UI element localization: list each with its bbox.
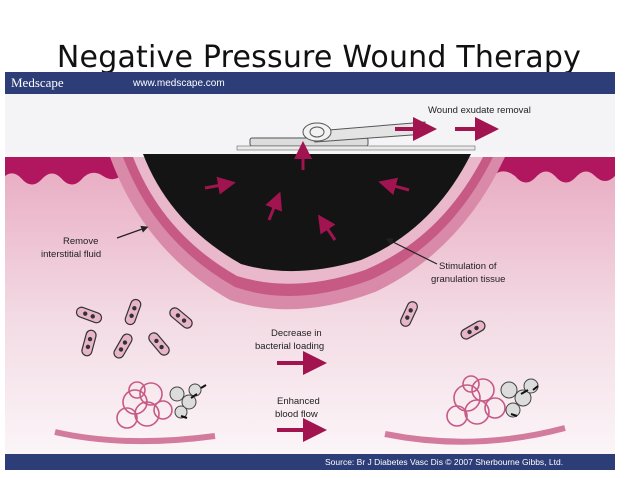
capillary-bed-right xyxy=(384,375,566,445)
label-exudate-removal: Wound exudate removal xyxy=(428,105,531,116)
pressure-arrow-lower-left xyxy=(265,191,283,221)
pressure-arrow-lower-right xyxy=(318,214,337,241)
dermis-right xyxy=(495,157,615,183)
bacteria-left xyxy=(75,298,193,359)
wound-therapy-diagram: Medscape www.medscape.com Wound exudate … xyxy=(5,72,615,470)
tube-connector-ring xyxy=(309,126,325,138)
figure-header-bar xyxy=(5,72,615,94)
capillary-bed-left xyxy=(54,381,216,445)
pressure-arrow-right xyxy=(378,177,410,196)
label-bacterial-line2: bacterial loading xyxy=(255,341,324,352)
source-credit: Source: Br J Diabetes Vasc Dis © 2007 Sh… xyxy=(325,457,563,467)
pointer-granulation xyxy=(385,238,438,265)
bacteria-right xyxy=(400,301,486,340)
figure-footer-bar xyxy=(5,454,615,470)
slide-title: Negative Pressure Wound Therapy xyxy=(56,40,582,75)
medscape-url: www.medscape.com xyxy=(132,78,225,89)
pressure-arrow-left xyxy=(204,176,236,195)
label-remove-fluid-line2: interstitial fluid xyxy=(41,249,101,260)
label-remove-fluid-line1: Remove xyxy=(63,236,98,247)
tube-connector xyxy=(302,122,332,142)
label-blood-line2: blood flow xyxy=(275,409,318,420)
medscape-logo: Medscape xyxy=(11,75,64,90)
label-granulation-line2: granulation tissue xyxy=(431,274,505,285)
pointer-remove-fluid xyxy=(116,225,149,239)
label-blood-line1: Enhanced xyxy=(277,396,320,407)
label-granulation-line1: Stimulation of xyxy=(439,261,497,272)
label-bacterial-line1: Decrease in xyxy=(271,328,322,339)
dermis-left xyxy=(5,157,125,185)
occlusive-film xyxy=(236,145,476,151)
